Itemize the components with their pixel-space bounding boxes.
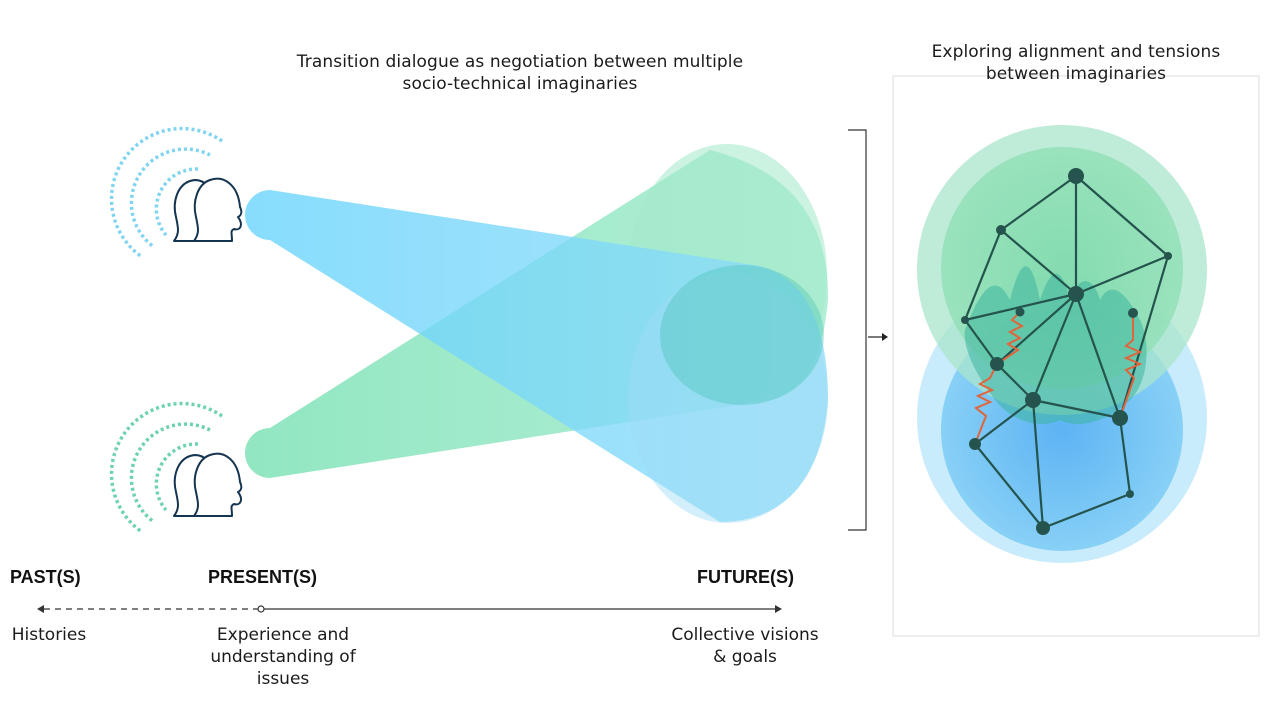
past-caption: Histories: [11, 625, 87, 645]
network-node: [1112, 410, 1128, 426]
blue-cone-mouth: [628, 273, 828, 523]
sound-waves-top: [109, 126, 223, 259]
past-label: PAST(S): [10, 567, 81, 587]
present-marker: [257, 605, 265, 613]
future-caption-line: & goals: [713, 647, 777, 667]
panel-title-line2: between imaginaries: [985, 64, 1167, 84]
arrow-right-icon: [775, 605, 782, 613]
cone-overlap: [660, 265, 824, 405]
network-node: [961, 316, 969, 324]
network-node: [1128, 308, 1138, 318]
imaginaries-circles: [917, 125, 1207, 563]
tension-spring: [974, 363, 998, 445]
network-node: [1126, 490, 1134, 498]
tension-springs: [974, 311, 1143, 445]
diagram-title-line1: Transition dialogue as negotiation betwe…: [296, 52, 744, 72]
present-caption-line: issues: [256, 669, 310, 689]
present-caption-line: understanding of: [210, 647, 356, 667]
network-nodes: [961, 168, 1172, 535]
two-heads-icon: [109, 126, 243, 259]
panel-title: Exploring alignment and tensions between…: [893, 41, 1259, 85]
network-node: [990, 357, 1004, 371]
diagram-title: Transition dialogue as negotiation betwe…: [250, 51, 790, 95]
network-node: [996, 225, 1006, 235]
bracket: [848, 129, 867, 531]
network-node: [1164, 252, 1172, 260]
network-node: [1068, 168, 1084, 184]
network-node: [1025, 392, 1041, 408]
future-caption: Collective visions & goals: [640, 624, 850, 668]
tension-spring: [1119, 313, 1143, 419]
two-heads-icon: [109, 401, 243, 534]
network-node: [1015, 307, 1025, 317]
imaginary-cones: [245, 144, 829, 523]
present-label: PRESENT(S): [208, 567, 318, 587]
network-node: [1036, 521, 1050, 535]
diagram-title-line2: socio-technical imaginaries: [402, 74, 638, 94]
network-graph: [963, 175, 1170, 530]
sound-waves-bottom: [109, 401, 223, 534]
future-caption-line: Collective visions: [671, 625, 819, 645]
network-node: [969, 438, 981, 450]
future-label: FUTURE(S): [697, 567, 794, 587]
network-node: [1068, 286, 1084, 302]
tension-spring: [996, 311, 1025, 365]
blue-cone: [245, 190, 828, 522]
arrow-left-icon: [37, 605, 44, 613]
present-caption: Experience and understanding of issues: [188, 624, 378, 690]
arrow-right-icon: [868, 333, 888, 341]
timeline: [37, 605, 782, 613]
panel-title-line1: Exploring alignment and tensions: [931, 42, 1221, 62]
present-caption-line: Experience and: [216, 625, 350, 645]
